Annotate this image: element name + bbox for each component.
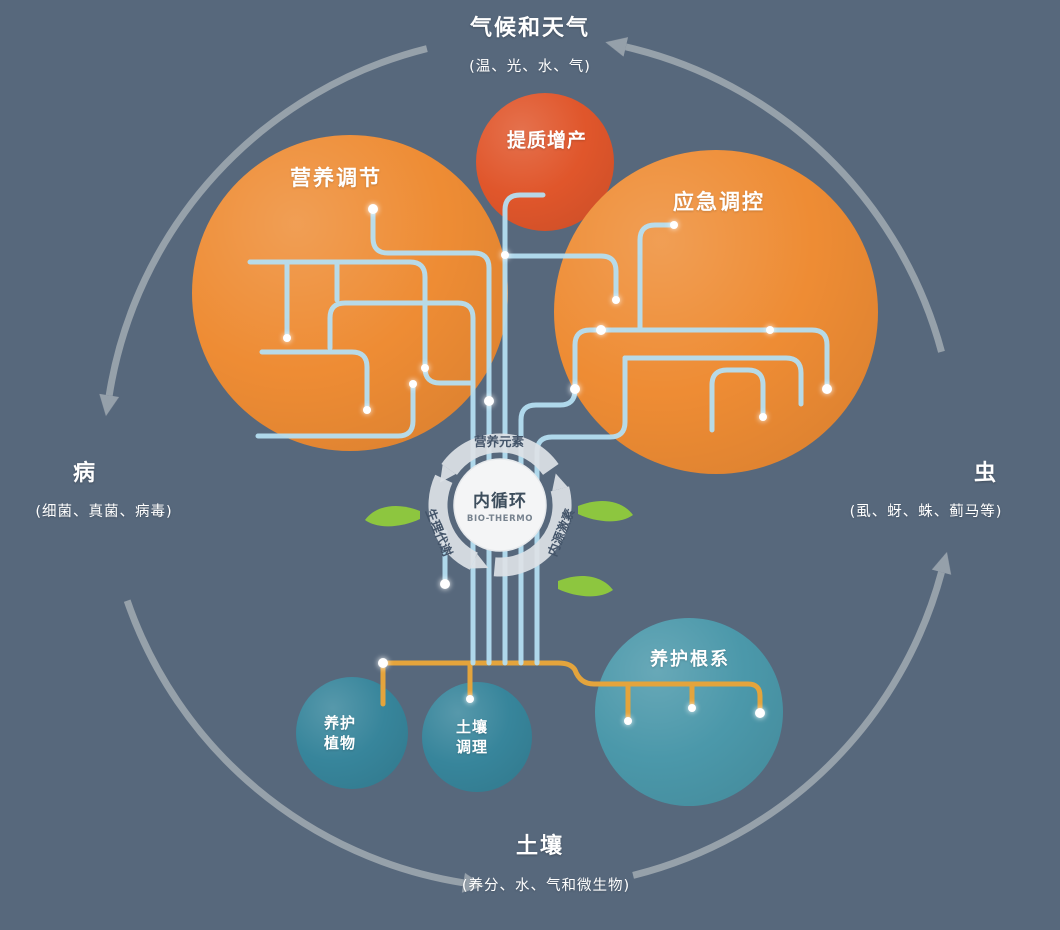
leaf-right [578,500,633,522]
arrowhead-right [931,551,952,575]
soil-subtitle: (养分、水、气和微生物) [461,878,631,894]
glow-dot [440,579,450,589]
nutrition-label: 营养调节 [290,166,382,190]
soil-conditioning-line1: 土壤 [455,717,489,736]
plant-care-line2: 植物 [323,734,357,752]
insect-title: 虫 [973,461,999,486]
center-subtitle: BIO-THERMO [466,514,534,524]
root-care-label: 养护根系 [650,649,730,670]
soil-title: 土壤 [515,834,565,859]
ring-label-hormones: 内源激素 [544,506,578,559]
plant-care-label: 养护 植物 [324,713,356,754]
climate-subtitle: (温、光、水、气) [469,59,591,75]
soil-conditioning-label: 土壤 调理 [456,717,488,758]
soil-conditioning-line2: 调理 [455,738,489,756]
disease-title: 病 [72,461,98,486]
glow-dot [378,658,388,668]
leaf-left [365,505,420,527]
arrowhead-left [99,393,120,417]
stem [502,192,546,666]
leaf-lower-right [558,575,613,597]
climate-title: 气候和天气 [469,16,591,41]
inner-arrowhead [440,464,456,483]
ring-label-metabolism: 生理代谢 [422,506,456,559]
inner-arrowhead [552,473,568,491]
plant-care-line1: 养护 [323,713,357,732]
glow-dot [484,396,494,406]
cycle-arc-bottom-left [123,599,464,887]
quality-label: 提质增产 [506,129,588,152]
center-title: 内循环 [473,491,527,512]
disease-subtitle: (细菌、真菌、病毒) [35,504,173,520]
ring-label-nutrients: 营养元素 [473,434,525,449]
emergency-label: 应急调控 [673,190,765,214]
insect-subtitle: (虱、蚜、蛛、蓟马等) [849,504,1003,520]
arrowhead-top [605,37,629,57]
inner-arrowhead [470,553,489,569]
